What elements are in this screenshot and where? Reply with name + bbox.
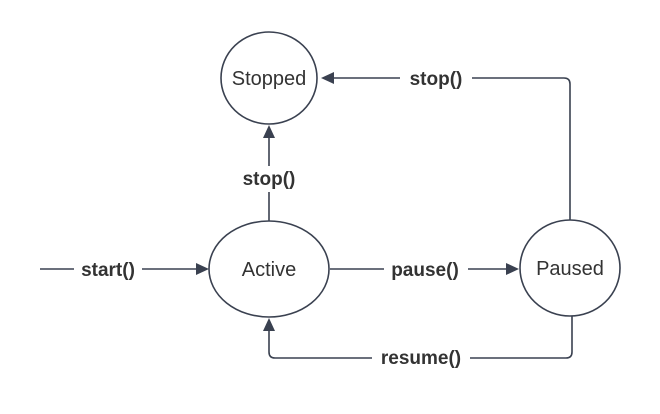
transition-paused-to-stopped-line — [333, 77, 571, 221]
state-stopped-label: Stopped — [232, 68, 307, 90]
state-active: Active — [208, 220, 330, 318]
transition-start: start() — [40, 257, 209, 281]
transition-resume: resume() — [263, 316, 573, 370]
transition-paused-to-stopped-arrow-icon — [321, 72, 334, 84]
transition-active-to-stopped-label-bg — [234, 166, 304, 192]
transition-active-to-stopped-label: stop() — [243, 169, 296, 190]
transition-pause-label-bg — [384, 257, 468, 281]
transition-resume-label: resume() — [381, 348, 461, 369]
state-active-label: Active — [242, 259, 296, 281]
state-stopped-circle — [220, 31, 318, 125]
transition-paused-to-stopped-label-bg — [400, 66, 472, 90]
transition-resume-arrow-icon — [263, 318, 275, 331]
transition-paused-to-stopped-label: stop() — [410, 69, 463, 90]
state-active-circle — [208, 220, 330, 318]
transition-pause: pause() — [330, 257, 519, 281]
transition-paused-to-stopped: stop() — [321, 66, 571, 221]
transition-pause-label: pause() — [391, 260, 459, 281]
transition-pause-arrow-icon — [506, 263, 519, 275]
transition-start-arrow-icon — [196, 263, 209, 275]
transition-start-label: start() — [81, 260, 135, 281]
state-paused-label: Paused — [536, 258, 604, 280]
transition-resume-label-bg — [372, 346, 470, 370]
state-stopped: Stopped — [220, 31, 318, 125]
state-paused-circle — [519, 219, 621, 317]
transition-active-to-stopped: stop() — [234, 125, 304, 221]
transition-active-to-stopped-arrow-icon — [263, 125, 275, 138]
state-paused: Paused — [519, 219, 621, 317]
transition-start-label-bg — [74, 257, 142, 281]
